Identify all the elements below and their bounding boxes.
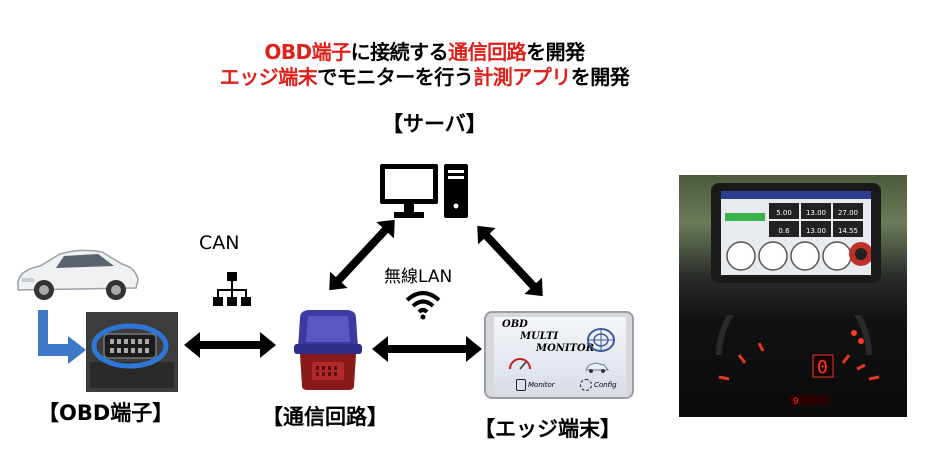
- dashboard-photo: 5.00 13.00 27.00 0.6 13.00 14.55: [679, 175, 907, 417]
- comm-circuit-device-image: [294, 310, 362, 390]
- dash-green-bar: [725, 213, 765, 221]
- app-title-multi: MULTI: [520, 331, 559, 342]
- headline-measure-app: 計測アプリ: [473, 65, 571, 89]
- app-car-icon: [585, 362, 610, 373]
- headline-monitor: でモニターを行う: [317, 65, 474, 89]
- server-edge-arrow-icon: [477, 225, 543, 297]
- comm-circuit-label: 【通信回路】: [262, 405, 388, 429]
- headline-line-2: エッジ端末でモニターを行う計測アプリを開発: [0, 61, 889, 90]
- headline-comm-circuit: 通信回路: [448, 40, 527, 64]
- app-screen: OBD MULTI MONITOR Monitor Config: [494, 317, 626, 395]
- app-gauge-icon: [509, 358, 531, 370]
- app-monitor-icon[interactable]: [516, 379, 526, 391]
- headline-line-1: OBD端子に接続する通信回路を開発: [0, 36, 889, 65]
- app-monitor-button[interactable]: Monitor: [528, 381, 555, 389]
- can-label: CAN: [199, 232, 240, 254]
- dash-gauges: [726, 241, 871, 271]
- headline-edge-device: エッジ端末: [219, 65, 318, 89]
- car-to-obd-arrow-icon: [38, 310, 86, 364]
- headline-develop-1: を開発: [526, 40, 585, 64]
- obd-port-image: [86, 312, 178, 392]
- app-config-button[interactable]: Config: [594, 381, 617, 389]
- edge-device-phone: OBD MULTI MONITOR Monitor Config: [484, 311, 634, 399]
- wifi-icon: [405, 291, 441, 320]
- app-title-obd: OBD: [502, 319, 528, 330]
- server-computer-icon: [380, 164, 468, 218]
- comm-server-arrow-icon: [329, 219, 395, 291]
- dash-cell: 0.6: [769, 221, 799, 237]
- wireless-lan-label: 無線LAN: [384, 267, 453, 287]
- network-tree-icon: [213, 272, 251, 306]
- dash-app-bar: [721, 191, 871, 199]
- headline-obd-port: OBD端子: [264, 40, 351, 64]
- car-image: [17, 249, 139, 300]
- dash-phone: 5.00 13.00 27.00 0.6 13.00 14.55: [711, 183, 881, 283]
- server-label: 【サーバ】: [382, 112, 487, 136]
- comm-edge-arrow-icon: [372, 336, 482, 362]
- edge-device-label: 【エッジ端末】: [474, 417, 621, 441]
- headline-develop-2: を開発: [570, 65, 630, 89]
- dash-cell: 14.55: [833, 221, 863, 237]
- app-title-monitor: MONITOR: [536, 343, 595, 354]
- dash-speed-digit: 0: [817, 357, 828, 378]
- app-config-icon[interactable]: [580, 379, 592, 391]
- obd-label: 【OBD端子】: [38, 401, 174, 425]
- dash-cell: 27.00: [833, 203, 863, 219]
- dash-cell: 5.00: [769, 203, 799, 219]
- dash-odo: 9: [793, 397, 798, 407]
- obd-comm-arrow-icon: [184, 332, 276, 358]
- headline-connect: に接続する: [350, 40, 449, 64]
- dash-cell: 13.00: [801, 221, 831, 237]
- instrument-cluster: 0 9: [716, 315, 880, 407]
- app-logo-icon: [587, 328, 615, 352]
- dash-cell: 13.00: [801, 203, 831, 219]
- dash-value-grid: 5.00 13.00 27.00 0.6 13.00 14.55: [769, 203, 863, 237]
- dash-phone-screen: 5.00 13.00 27.00 0.6 13.00 14.55: [721, 191, 871, 275]
